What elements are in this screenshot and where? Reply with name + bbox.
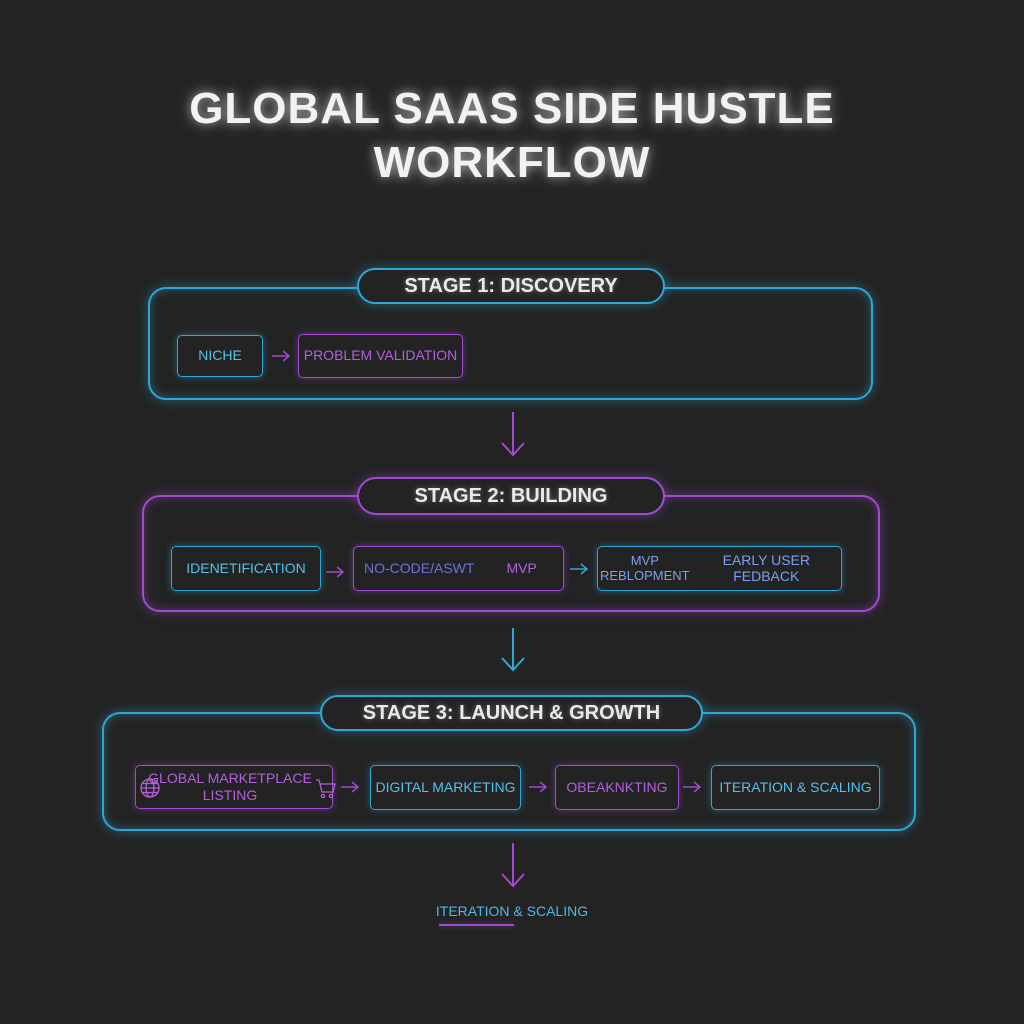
stage-2-label: STAGE 2: BUILDING bbox=[357, 477, 665, 515]
arrow-identification-to-nocode bbox=[326, 566, 345, 578]
arrow-niche-to-validation bbox=[272, 350, 291, 362]
node-identification: IDENETIFICATION bbox=[171, 546, 321, 591]
node-global-marketplace-label: GLOBAL MARKETPLACE bbox=[148, 769, 312, 786]
arrow-stage1-to-stage2 bbox=[501, 412, 525, 457]
node-development-label: REBLOPMENT bbox=[600, 567, 690, 583]
final-underline bbox=[439, 924, 514, 926]
node-global-marketplace-listing: GLOBAL MARKETPLACE LISTING bbox=[135, 765, 336, 809]
node-mvp-label-2: MVP bbox=[630, 553, 659, 569]
globe-icon bbox=[139, 777, 161, 799]
final-iteration-scaling-label: ITERATION & SCALING bbox=[435, 903, 589, 919]
node-mvp-development-feedback: MVP REBLOPMENT EARLY USER FEDBACK bbox=[597, 546, 842, 591]
diagram-title-line-1: GLOBAL SAAS SIDE HUSTLE bbox=[189, 84, 835, 133]
arrow-marketing-to-obeaknkting bbox=[529, 781, 548, 793]
node-global-marketplace-text: GLOBAL MARKETPLACE LISTING bbox=[148, 769, 312, 804]
stage-1-label: STAGE 1: DISCOVERY bbox=[357, 268, 665, 304]
arrow-nocode-to-development bbox=[570, 563, 589, 575]
node-no-code-label: NO-CODE/ASWT bbox=[364, 559, 475, 576]
node-no-code-mvp: NO-CODE/ASWT MVP bbox=[353, 546, 564, 591]
node-niche: NICHE bbox=[177, 335, 263, 377]
stage-3-label: STAGE 3: LAUNCH & GROWTH bbox=[320, 695, 703, 731]
node-obeaknkting: OBEAKNKTING bbox=[555, 765, 679, 810]
node-iteration-scaling: ITERATION & SCALING bbox=[711, 765, 880, 810]
diagram-title-line-2: WORKFLOW bbox=[373, 138, 651, 187]
arrow-obeaknkting-to-iteration bbox=[683, 781, 702, 793]
arrow-stage2-to-stage3 bbox=[501, 628, 525, 672]
node-listing-label: LISTING bbox=[202, 787, 258, 803]
node-mvp-label: MVP bbox=[506, 559, 537, 576]
node-problem-validation: PROBLEM VALIDATION bbox=[298, 334, 463, 378]
shopping-cart-icon bbox=[314, 776, 338, 800]
node-digital-marketing: DIGITAL MARKETING bbox=[370, 765, 521, 810]
node-mvp-development-stack: MVP REBLOPMENT bbox=[600, 553, 690, 583]
arrow-stage3-to-final bbox=[501, 843, 525, 888]
arrow-listing-to-marketing bbox=[341, 781, 360, 793]
node-early-user-feedback: EARLY USER FEDBACK bbox=[722, 552, 810, 584]
